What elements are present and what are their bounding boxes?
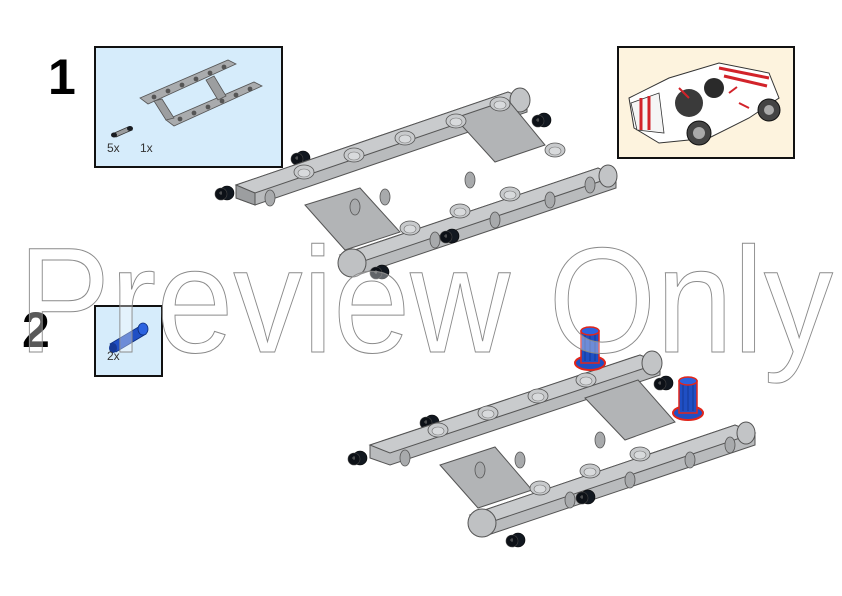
step-2-parts-box: 2x (94, 305, 163, 377)
ladder-frame-part-icon (139, 59, 263, 127)
finished-model-preview (617, 46, 795, 159)
step-2-number: 2 (22, 302, 50, 358)
axle-pin-quantity: 2x (107, 349, 120, 363)
frame-quantity: 1x (140, 141, 153, 155)
black-pin-part-icon (111, 126, 133, 138)
pin-quantity: 5x (107, 141, 120, 155)
step-1-parts-box: 5x 1x (94, 46, 283, 168)
race-car-model-icon (628, 62, 781, 146)
step-1-number: 1 (48, 49, 76, 105)
blue-axle-pin-2 (672, 376, 704, 421)
blue-axle-pin-1 (574, 326, 606, 371)
blue-axle-pin-part-icon (109, 322, 149, 353)
